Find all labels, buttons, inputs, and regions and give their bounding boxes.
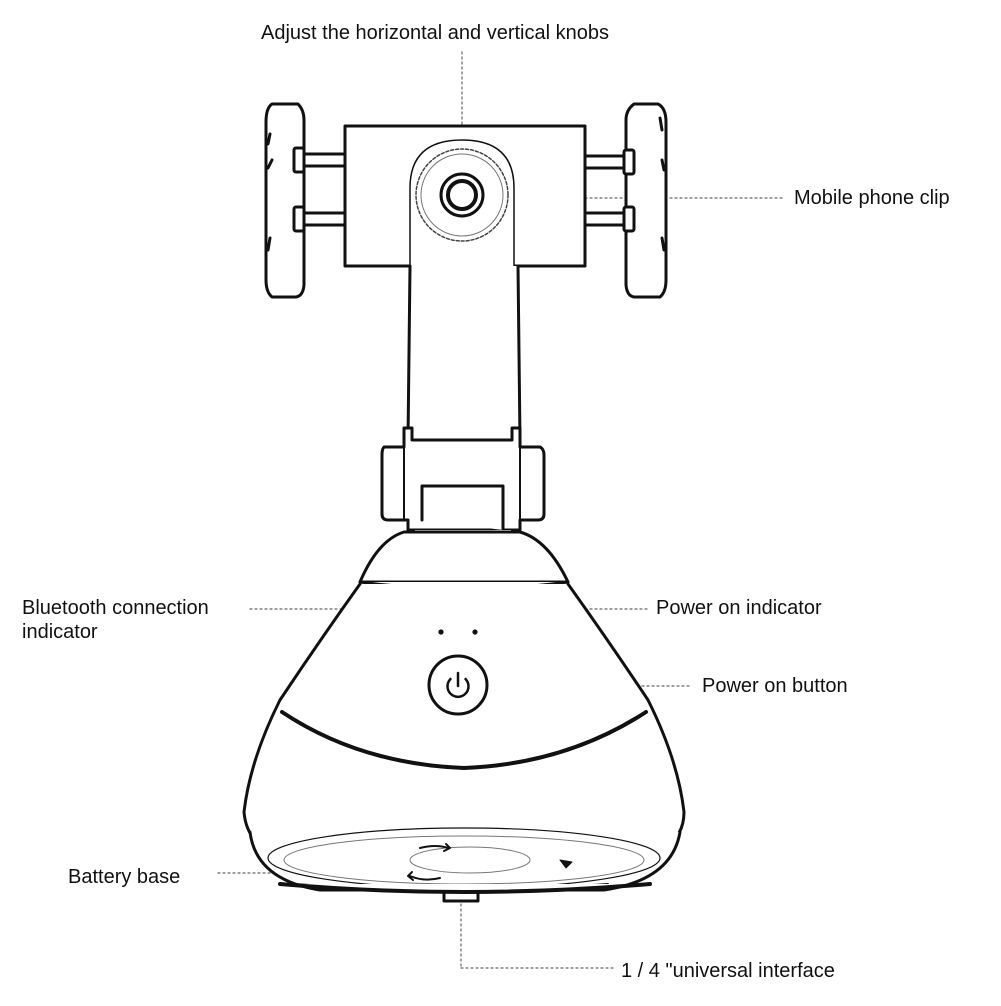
hinge-side-lines xyxy=(403,446,521,521)
neck-arm xyxy=(406,264,522,442)
phone-clip-left-collar-top xyxy=(292,146,306,174)
phone-clip-left-jaw-detail xyxy=(266,132,274,252)
phone-clip-left-collar-bottom xyxy=(292,205,306,233)
phone-clip-left-jaw xyxy=(264,102,306,299)
power-icon xyxy=(446,671,470,699)
hinge-inner-slot xyxy=(420,484,505,532)
base-mid-band xyxy=(280,710,648,770)
phone-clip-right-collar-bottom xyxy=(622,205,636,233)
label-bluetooth-line2: indicator xyxy=(22,621,98,643)
label-power-indicator: Power on indicator xyxy=(656,597,822,619)
base-top-cap xyxy=(358,530,570,584)
phone-clip-right-rail-top xyxy=(582,154,630,170)
phone-clip-right-jaw-detail xyxy=(658,116,666,252)
label-power-button: Power on button xyxy=(702,675,848,697)
phone-clip-right-collar-top xyxy=(622,148,636,176)
base-plate-center xyxy=(409,846,531,874)
base-arrow-left xyxy=(419,843,451,852)
base-bottom-line xyxy=(278,882,652,894)
base-body xyxy=(242,530,686,903)
indicators xyxy=(438,629,478,635)
phone-clip-right-rail-bottom xyxy=(582,211,630,227)
bluetooth-indicator-dot xyxy=(438,629,444,635)
neck xyxy=(380,264,546,541)
knob-hub-inner xyxy=(446,179,478,211)
label-knobs: Adjust the horizontal and vertical knobs xyxy=(261,22,609,44)
base-arrow-mark xyxy=(559,859,573,869)
base-arrow-right xyxy=(407,871,441,881)
label-battery-base: Battery base xyxy=(68,866,181,888)
power-button[interactable] xyxy=(427,654,489,716)
label-bluetooth-indicator: Bluetooth connection indicator xyxy=(22,596,209,644)
label-universal-interface: 1 / 4 "universal interface xyxy=(621,960,835,982)
phone-clip-left-rail-bottom xyxy=(301,211,347,227)
label-phone-clip: Mobile phone clip xyxy=(794,187,950,209)
phone-clip-left-rail-top xyxy=(301,152,347,168)
label-bluetooth-line1: Bluetooth connection xyxy=(22,597,209,619)
phone-clip-right-jaw xyxy=(624,102,668,299)
power-indicator-dot xyxy=(472,629,478,635)
adjustment-knob xyxy=(415,148,509,242)
